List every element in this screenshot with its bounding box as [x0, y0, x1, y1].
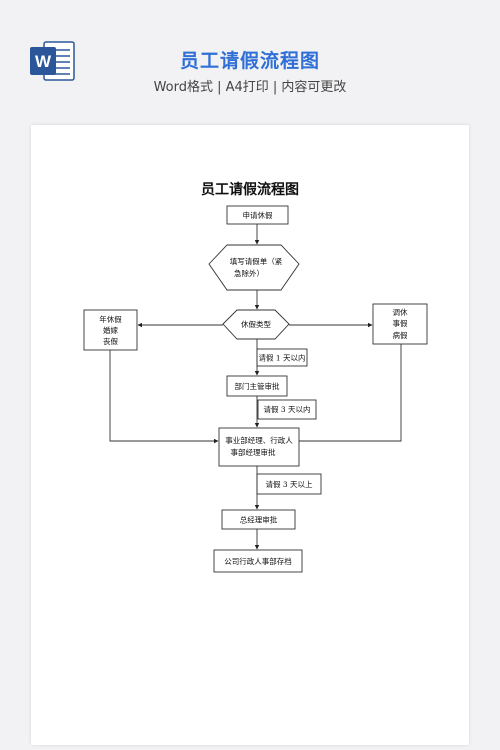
line-right-to-exec — [299, 344, 402, 442]
left-box-line2: 婚嫁 — [103, 325, 118, 335]
right-leave-box — [372, 303, 428, 345]
line-left-to-exec — [109, 350, 219, 444]
leave-type-label: 休假类型 — [241, 319, 271, 329]
exec-approval-line2: 事部经理审批 — [231, 447, 276, 457]
gm-approval-label: 总经理审批 — [240, 515, 278, 525]
fill-form-label-line2: 急除外） — [234, 268, 264, 278]
cond-3day-within-label: 请假 3 天以内 — [263, 404, 310, 414]
fill-form-hexagon — [208, 244, 300, 291]
document-title: 员工请假流程图 — [201, 182, 299, 198]
dept-approval-label: 部门主管审批 — [235, 381, 280, 391]
page-title: 员工请假流程图 — [179, 50, 320, 72]
right-box-line2: 事假 — [393, 318, 408, 328]
cond-3day-above-label: 请假 3 天以上 — [265, 479, 313, 489]
gm-approval-box — [221, 509, 296, 530]
flowchart: 申请休假 填写请假单（紧 急除外） 休假类型 年休假 婚嫁 丧假 调休 事假 病… — [83, 205, 428, 573]
exec-approval-box — [218, 427, 300, 467]
left-leave-box — [83, 309, 138, 351]
document-page: 员工请假流程图 — [31, 125, 469, 745]
cond-3day-within-box — [257, 399, 317, 420]
exec-approval-line1: 事业部经理、行政人 — [225, 435, 293, 445]
left-box-line3: 丧假 — [103, 337, 118, 346]
header: W 员工请假流程图 Word格式 | A4打印 | 内容可更改 — [0, 0, 500, 125]
apply-label: 申请休假 — [243, 210, 273, 220]
left-box-line1: 年休假 — [99, 314, 122, 324]
apply-box — [226, 205, 289, 225]
fill-form-label-line1: 填写请假单（紧 — [230, 256, 283, 266]
cond-1day-label: 请假 1 天以内 — [258, 353, 305, 363]
leave-type-hexagon — [222, 309, 290, 340]
archive-box — [213, 549, 303, 573]
word-doc-icon: W — [30, 41, 75, 81]
word-icon-letter: W — [35, 52, 52, 71]
archive-label: 公司行政人事部存档 — [224, 556, 292, 566]
page-subtitle: Word格式 | A4打印 | 内容可更改 — [153, 80, 347, 95]
right-box-line3: 病假 — [393, 330, 408, 340]
right-box-line1: 调休 — [393, 307, 408, 317]
